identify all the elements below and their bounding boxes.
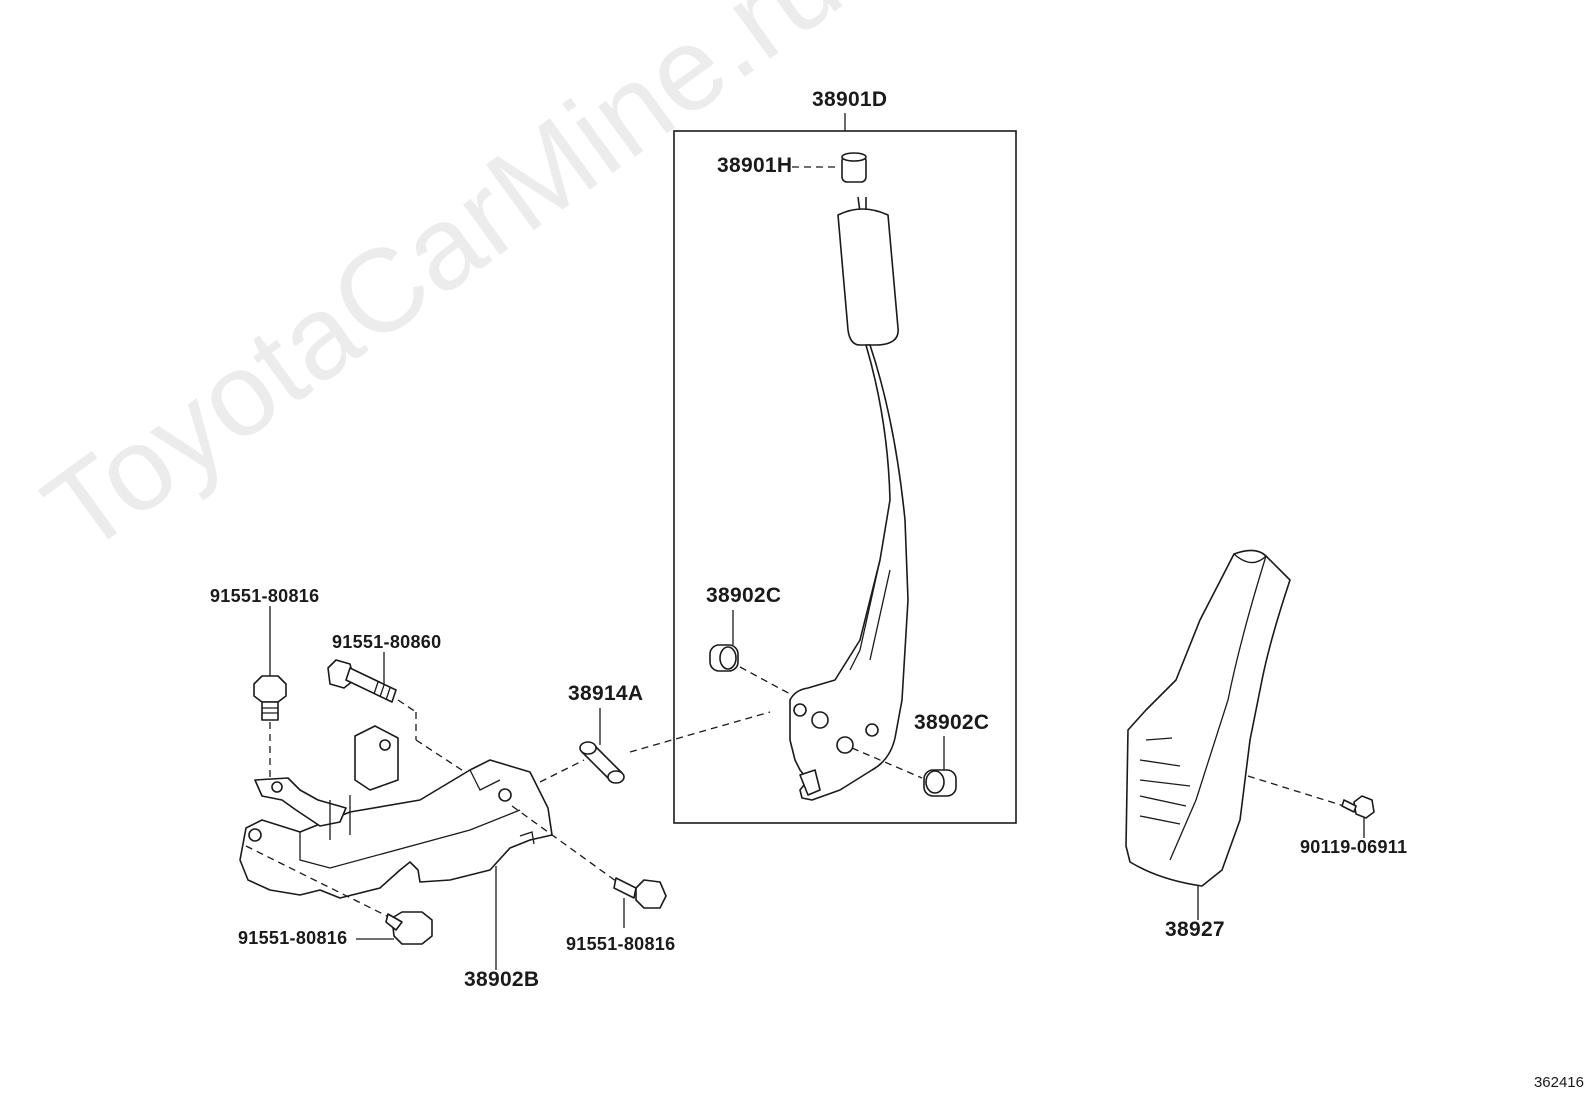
part-38914A-collar xyxy=(579,741,625,784)
label-91551-80816-top: 91551-80816 xyxy=(210,586,320,606)
dash-bracket-to-left-bolt xyxy=(245,845,396,921)
part-91551-80860-long-bolt xyxy=(327,659,397,703)
part-38902C-upper-bushing xyxy=(709,644,739,672)
dash-38914A-to-lever xyxy=(629,711,771,753)
part-38902C-lower-bushing xyxy=(923,769,957,797)
label-38914A: 38914A xyxy=(568,682,644,705)
dash-bracket-to-right-bolt xyxy=(511,805,621,885)
dash-38902C-lower xyxy=(851,747,923,779)
label-91551-80816-left: 91551-80816 xyxy=(238,928,348,948)
label-38902C-lower: 38902C xyxy=(914,711,990,734)
label-91551-80860: 91551-80860 xyxy=(332,632,442,652)
label-38902C-upper: 38902C xyxy=(706,584,782,607)
part-90119-06911-screw xyxy=(1341,795,1375,819)
part-38901D-lever xyxy=(789,196,909,801)
label-91551-80816-right: 91551-80816 xyxy=(566,934,676,954)
label-38927: 38927 xyxy=(1165,918,1225,941)
label-38901D: 38901D xyxy=(812,88,888,111)
label-90119-06911: 90119-06911 xyxy=(1300,837,1408,857)
dash-38902C-upper xyxy=(739,666,793,696)
part-91551-80816-left-bolt xyxy=(385,911,433,945)
label-38901H: 38901H xyxy=(717,154,793,177)
part-91551-80816-top-bolt xyxy=(253,675,287,721)
dash-38927-to-screw xyxy=(1247,775,1345,807)
part-38901H-cap xyxy=(841,152,867,183)
label-38902B: 38902B xyxy=(464,968,540,991)
dash-91551-80860-a xyxy=(397,699,417,713)
diagram-id: 362416 xyxy=(1533,1074,1584,1091)
part-38927-cover-boot xyxy=(1125,549,1291,887)
part-38902B-bracket xyxy=(239,725,553,899)
dash-91551-80860-c xyxy=(415,739,501,796)
part-91551-80816-right-bolt xyxy=(613,877,667,909)
dash-38914A-to-bracket xyxy=(539,759,585,783)
